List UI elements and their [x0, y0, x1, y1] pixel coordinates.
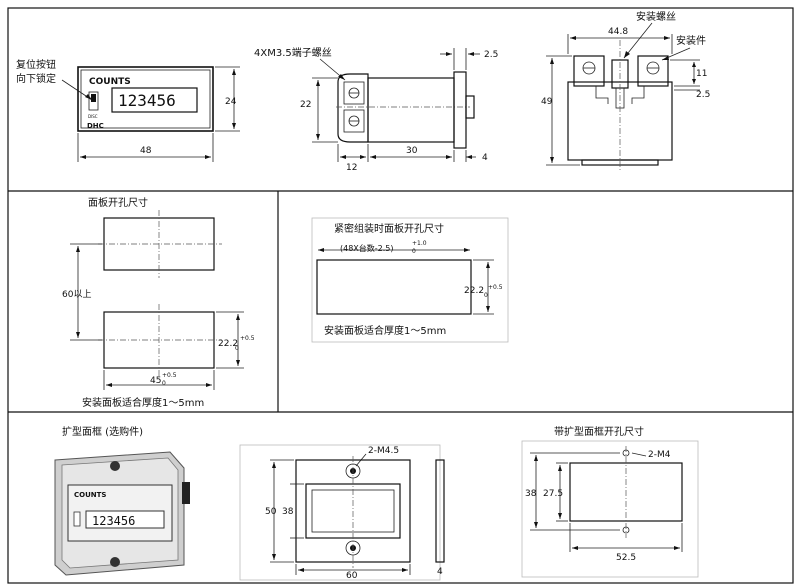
- close-dim-22-2: 22.2: [464, 286, 484, 296]
- reset-label-line1: 复位按钮: [16, 58, 56, 71]
- frame-cutout-title: 带扩型面框开孔尺寸: [554, 425, 644, 438]
- frame-side-profile: [435, 459, 445, 563]
- bracket-label: 安装件: [676, 34, 706, 47]
- dim-60-above: 60以上: [62, 289, 91, 300]
- reset-button: [88, 91, 99, 111]
- dim-height-22: 22: [300, 100, 311, 110]
- dim-45-tol: +0.5: [162, 372, 177, 379]
- close-mount-cutout: 紧密组装时面板开孔尺寸 (48X台数-2.5) +1.0 0 22.2 +0.5…: [311, 217, 509, 343]
- close-thickness-note: 安装面板适合厚度1～5mm: [324, 324, 446, 337]
- dim-2-5: 2.5: [484, 50, 498, 60]
- dim-22-2-tol-low: 0: [235, 345, 239, 352]
- side-view: 4XM3.5端子螺丝 22 12 30: [254, 46, 498, 173]
- frame-lcd: [85, 510, 165, 529]
- dim-width-48: 48: [140, 146, 152, 156]
- close-cutout-frame: [311, 217, 509, 343]
- frame-photo: 扩型面框 (选购件) COUNTS 123456: [54, 425, 190, 576]
- dim-49: 49: [541, 97, 553, 107]
- dim-11: 11: [696, 69, 707, 79]
- dim-2-5-rear: 2.5: [696, 90, 710, 100]
- dim-45: 45: [150, 376, 161, 386]
- frame-lcd-digits: 123456: [92, 514, 135, 528]
- dim-44-8: 44.8: [608, 27, 628, 37]
- lcd-window: [111, 87, 198, 113]
- dim-height-24: 24: [225, 97, 237, 107]
- rear-terminal-left: [573, 55, 605, 87]
- frame-side-clip: [182, 482, 190, 504]
- frame-dim-4: 4: [437, 567, 443, 577]
- panel-thickness-note: 安装面板适合厚度1～5mm: [82, 396, 204, 409]
- terminal-upper: [343, 81, 365, 105]
- counter-body: [77, 66, 214, 132]
- frame-counts-label: COUNTS: [74, 491, 106, 499]
- panel-cutout: 面板开孔尺寸 60以上 22.2 +0.5 0 45 +0.5 0 安装面板适合…: [62, 196, 255, 409]
- close-dim-22-2-tol-low: 0: [484, 292, 488, 299]
- frame-dim-60: 60: [346, 571, 358, 581]
- lcd-digits: 123456: [118, 91, 176, 110]
- cutout-dim-27-5: 27.5: [543, 489, 563, 499]
- frame-dim-38: 38: [282, 507, 294, 517]
- close-cutout-formula-tol: +1.0: [412, 240, 427, 247]
- dim-45-tol-low: 0: [162, 380, 166, 387]
- dim-22-2-tol: +0.5: [240, 335, 255, 342]
- close-cutout-title: 紧密组装时面板开孔尺寸: [334, 222, 444, 235]
- close-cutout-formula-tol-low: 0: [412, 248, 416, 255]
- frame-photo-title: 扩型面框 (选购件): [62, 425, 143, 438]
- mount-screw-label: 安装螺丝: [636, 10, 676, 23]
- close-dim-22-2-tol: +0.5: [488, 284, 503, 291]
- frame-screw-top: [110, 461, 120, 471]
- frame-hole-label: 2-M4.5: [368, 446, 399, 456]
- side-button: [465, 95, 475, 119]
- terminal-lower: [343, 109, 365, 133]
- disc-label: DISC: [88, 114, 98, 119]
- reset-leader-arrow: [85, 94, 92, 100]
- rear-view: 安装螺丝 安装件 44.8 49: [541, 10, 710, 170]
- cutout-dim-38: 38: [525, 489, 537, 499]
- counts-label: COUNTS: [89, 77, 131, 87]
- frame-cutout-hole-label: 2-M4: [648, 450, 671, 460]
- close-cutout-rect: [316, 259, 472, 315]
- side-flange: [453, 71, 467, 149]
- cutout-dim-52-5: 52.5: [616, 553, 636, 563]
- brand-logo: DHC: [87, 122, 104, 130]
- rear-bracket: [595, 86, 609, 104]
- panel-cutout-title: 面板开孔尺寸: [88, 196, 148, 209]
- counter-bezel: [80, 69, 211, 129]
- dim-30: 30: [406, 146, 418, 156]
- frame-drawing: 2-M4.5 50 38 60 4: [239, 444, 445, 581]
- reset-button-knob: [91, 94, 96, 102]
- sheet-frame: [7, 7, 794, 584]
- side-body: [367, 77, 455, 143]
- rear-terminal-right: [637, 55, 669, 87]
- terminal-screw-label: 4XM3.5端子螺丝: [254, 46, 332, 59]
- frame-dim-50: 50: [265, 507, 277, 517]
- frame-cutout: 带扩型面框开孔尺寸 2-M4 38 27.5 52.5: [521, 425, 699, 578]
- frame-screw-bottom: [110, 557, 120, 567]
- dim-4: 4: [482, 153, 488, 163]
- dim-22-2: 22.2: [218, 339, 238, 349]
- reset-label-line2: 向下锁定: [16, 72, 56, 85]
- dim-12: 12: [346, 163, 357, 173]
- front-view: 复位按钮 向下锁定 COUNTS DISC 123456 DHC 48 24: [16, 58, 240, 162]
- close-cutout-formula: (48X台数-2.5): [340, 243, 394, 253]
